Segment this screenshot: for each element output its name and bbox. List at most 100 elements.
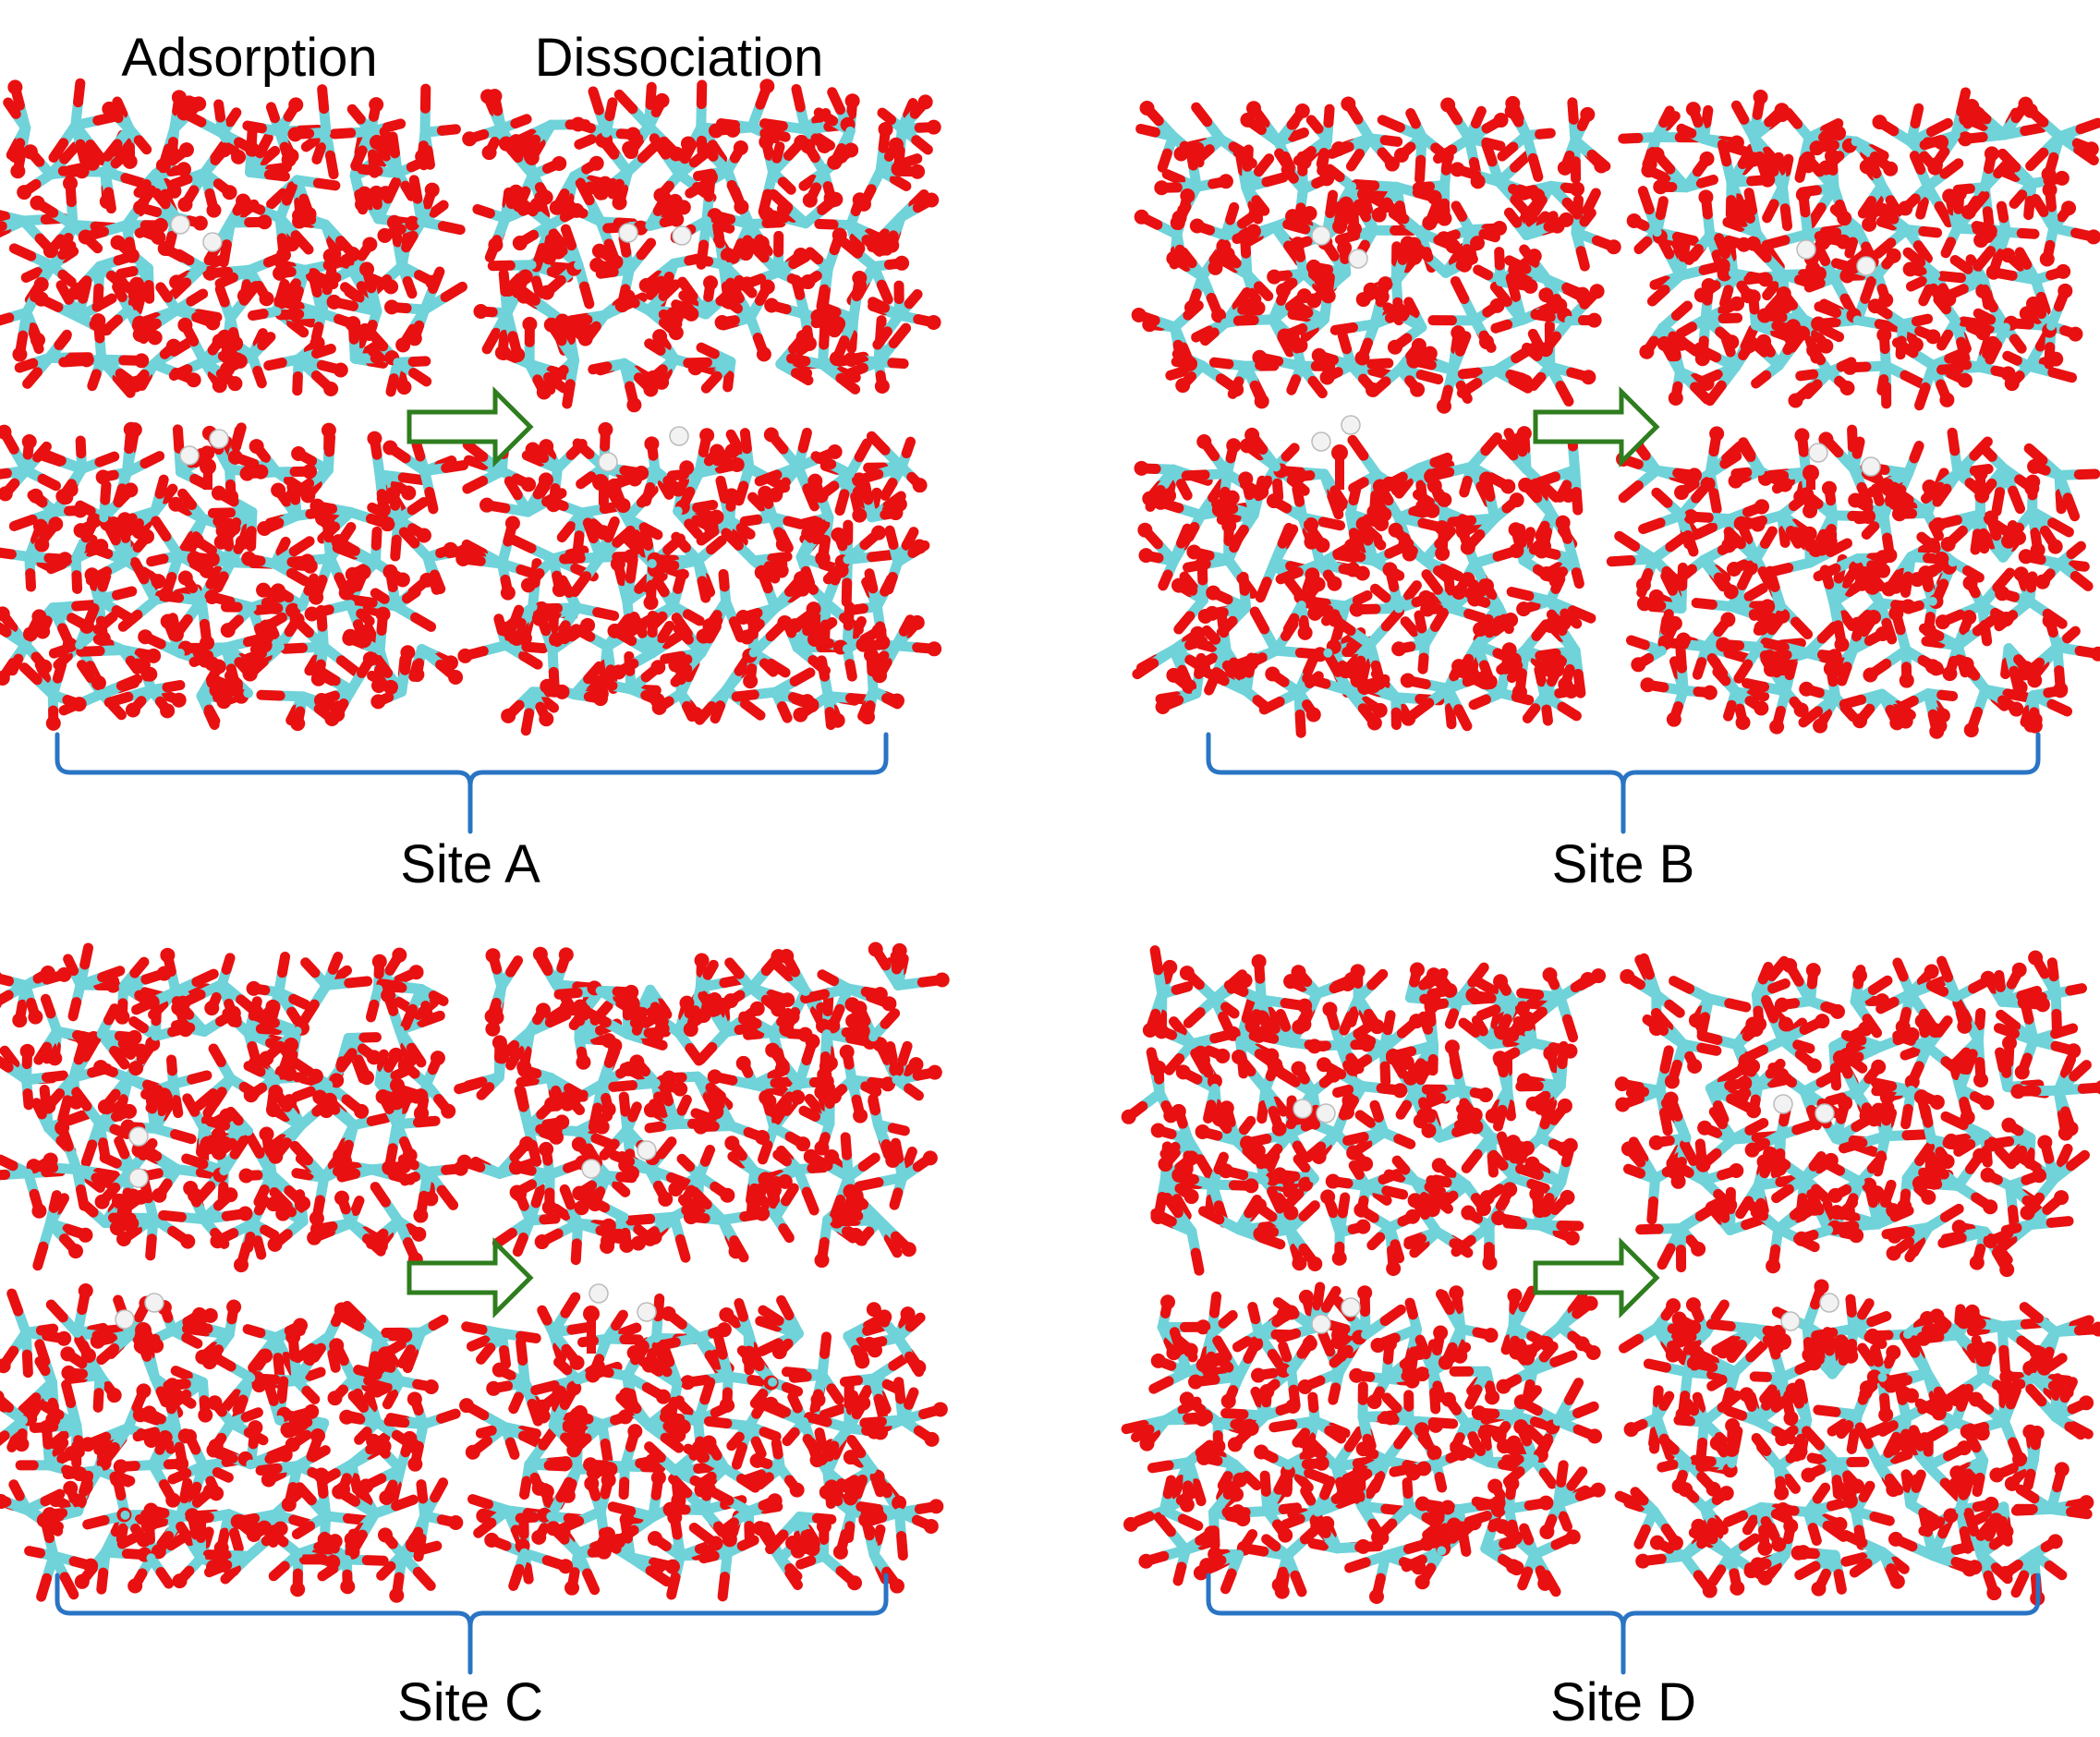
oxygen-atom — [512, 197, 528, 213]
oxygen-atom — [371, 954, 387, 969]
metal-atom — [71, 1420, 81, 1430]
metal-atom — [625, 1552, 636, 1562]
oxygen-atom — [57, 552, 73, 567]
oxygen-atom — [1121, 1109, 1136, 1124]
oxygen-atom — [271, 583, 286, 599]
oxygen-atom — [0, 1390, 5, 1404]
metal-atom — [1831, 1134, 1841, 1144]
metal-atom — [1283, 1461, 1293, 1471]
metal-atom — [1906, 552, 1916, 562]
oxygen-atom — [652, 329, 668, 345]
oxygen-atom — [534, 1234, 550, 1250]
metal-atom — [93, 595, 103, 605]
oxygen-atom — [1886, 1482, 1901, 1498]
oxygen-atom — [157, 1430, 173, 1446]
oxygen-atom — [441, 1103, 456, 1119]
oxygen-atom — [2086, 229, 2100, 245]
oxygen-atom — [1850, 1478, 1865, 1494]
oxygen-atom — [273, 294, 289, 310]
oxygen-atom — [389, 1587, 405, 1603]
oxygen-atom — [644, 436, 660, 452]
oxygen-atom — [1564, 1230, 1580, 1245]
metal-atom — [2024, 596, 2034, 606]
oxygen-atom — [177, 197, 193, 213]
oxygen-atom — [1326, 1067, 1341, 1083]
oxygen-atom — [1969, 1255, 1985, 1270]
metal-atom — [525, 359, 535, 370]
oxygen-atom — [336, 1158, 352, 1173]
metal-atom — [73, 1506, 83, 1516]
metal-atom — [1332, 1543, 1342, 1553]
oxygen-atom — [156, 966, 172, 981]
metal-atom — [2004, 643, 2014, 653]
oxygen-atom — [340, 1579, 356, 1595]
oxygen-atom — [1626, 213, 1642, 228]
oxygen-atom — [1814, 1279, 1829, 1294]
oxygen-atom — [257, 214, 273, 230]
oxygen-atom — [248, 1420, 263, 1436]
metal-atom — [650, 465, 661, 475]
oxygen-atom — [1184, 1189, 1199, 1205]
oxygen-atom — [1451, 584, 1467, 600]
metal-atom — [747, 122, 757, 132]
metal-atom — [1529, 1549, 1539, 1560]
oxygen-atom — [1211, 308, 1227, 323]
oxygen-atom — [2009, 701, 2024, 717]
oxygen-atom — [91, 313, 106, 329]
oxygen-atom — [881, 996, 897, 1012]
oxygen-atom — [2053, 682, 2069, 698]
oxygen-atom — [2029, 1425, 2045, 1440]
oxygen-atom — [320, 513, 335, 528]
metal-atom — [1829, 273, 1839, 283]
oxygen-atom — [1355, 1441, 1371, 1457]
oxygen-atom — [117, 512, 133, 528]
oxygen-atom — [634, 466, 649, 481]
oxygen-atom — [273, 265, 288, 281]
oxygen-atom — [663, 1409, 679, 1425]
oxygen-atom — [85, 541, 101, 556]
oxygen-atom — [1709, 426, 1725, 442]
oxygen-atom — [382, 679, 398, 695]
metal-atom — [619, 358, 629, 369]
oxygen-atom — [1454, 1445, 1470, 1461]
metal-atom — [674, 1027, 685, 1038]
metal-atom — [572, 602, 582, 613]
metal-atom — [2054, 470, 2064, 480]
oxygen-atom — [1722, 1197, 1738, 1213]
metal-atom — [1676, 510, 1686, 520]
oxygen-atom — [309, 1210, 324, 1226]
oxygen-atom — [1728, 473, 1743, 489]
metal-atom — [1347, 181, 1357, 191]
metal-atom — [21, 308, 31, 318]
oxygen-atom — [2027, 458, 2043, 474]
oxygen-atom — [344, 1532, 359, 1548]
oxygen-atom — [205, 315, 221, 331]
oxygen-atom — [1509, 1344, 1524, 1360]
oxygen-atom — [22, 626, 38, 642]
oxygen-atom — [1289, 298, 1305, 314]
metal-atom — [1160, 1415, 1171, 1425]
oxygen-atom — [1219, 1100, 1234, 1116]
metal-atom — [23, 1168, 33, 1178]
metal-atom — [1905, 1499, 1915, 1509]
oxygen-atom — [612, 195, 627, 211]
metal-atom — [892, 640, 902, 650]
metal-atom — [2055, 131, 2065, 141]
oxygen-atom — [517, 1063, 533, 1078]
oxygen-atom — [151, 1544, 166, 1560]
metal-atom — [768, 167, 778, 177]
metal-atom — [1953, 1330, 1963, 1340]
oxygen-atom — [134, 353, 150, 369]
atoms — [7, 79, 441, 397]
oxygen-atom — [856, 1395, 871, 1411]
metal-atom — [1997, 997, 2008, 1007]
metal-atom — [897, 124, 907, 134]
oxygen-atom — [816, 1518, 832, 1534]
metal-atom — [771, 1211, 781, 1221]
oxygen-atom — [1886, 248, 1901, 263]
oxygen-atom — [658, 1191, 674, 1207]
oxygen-atom — [280, 1043, 296, 1059]
hydrogen-atom — [618, 223, 638, 243]
metal-atom — [74, 312, 84, 322]
metal-atom — [1510, 1173, 1520, 1184]
